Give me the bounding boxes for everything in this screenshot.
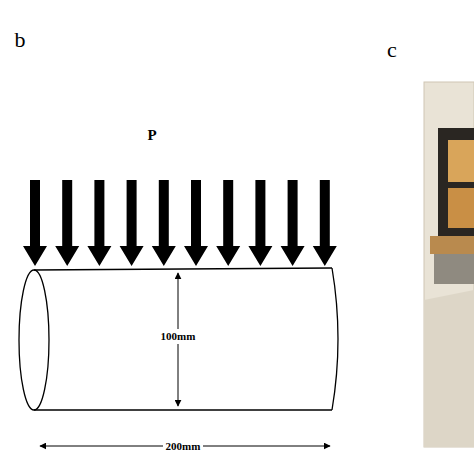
load-arrow bbox=[248, 180, 272, 266]
load-arrows bbox=[23, 180, 337, 266]
load-arrow bbox=[120, 180, 144, 266]
load-arrow bbox=[87, 180, 111, 266]
load-arrow bbox=[55, 180, 79, 266]
load-arrow bbox=[152, 180, 176, 266]
cylinder-specimen bbox=[19, 268, 338, 410]
test-photo bbox=[424, 82, 474, 447]
load-arrow bbox=[23, 180, 47, 266]
load-arrow bbox=[184, 180, 208, 266]
load-arrow bbox=[216, 180, 240, 266]
panel-letter: b bbox=[15, 29, 26, 51]
load-label: P bbox=[147, 128, 156, 143]
load-arrow bbox=[313, 180, 337, 266]
panel-letter: c bbox=[387, 39, 397, 61]
dimension-label: 100mm bbox=[158, 329, 199, 344]
load-arrow bbox=[281, 180, 305, 266]
dimension-label: 200mm bbox=[163, 439, 204, 454]
